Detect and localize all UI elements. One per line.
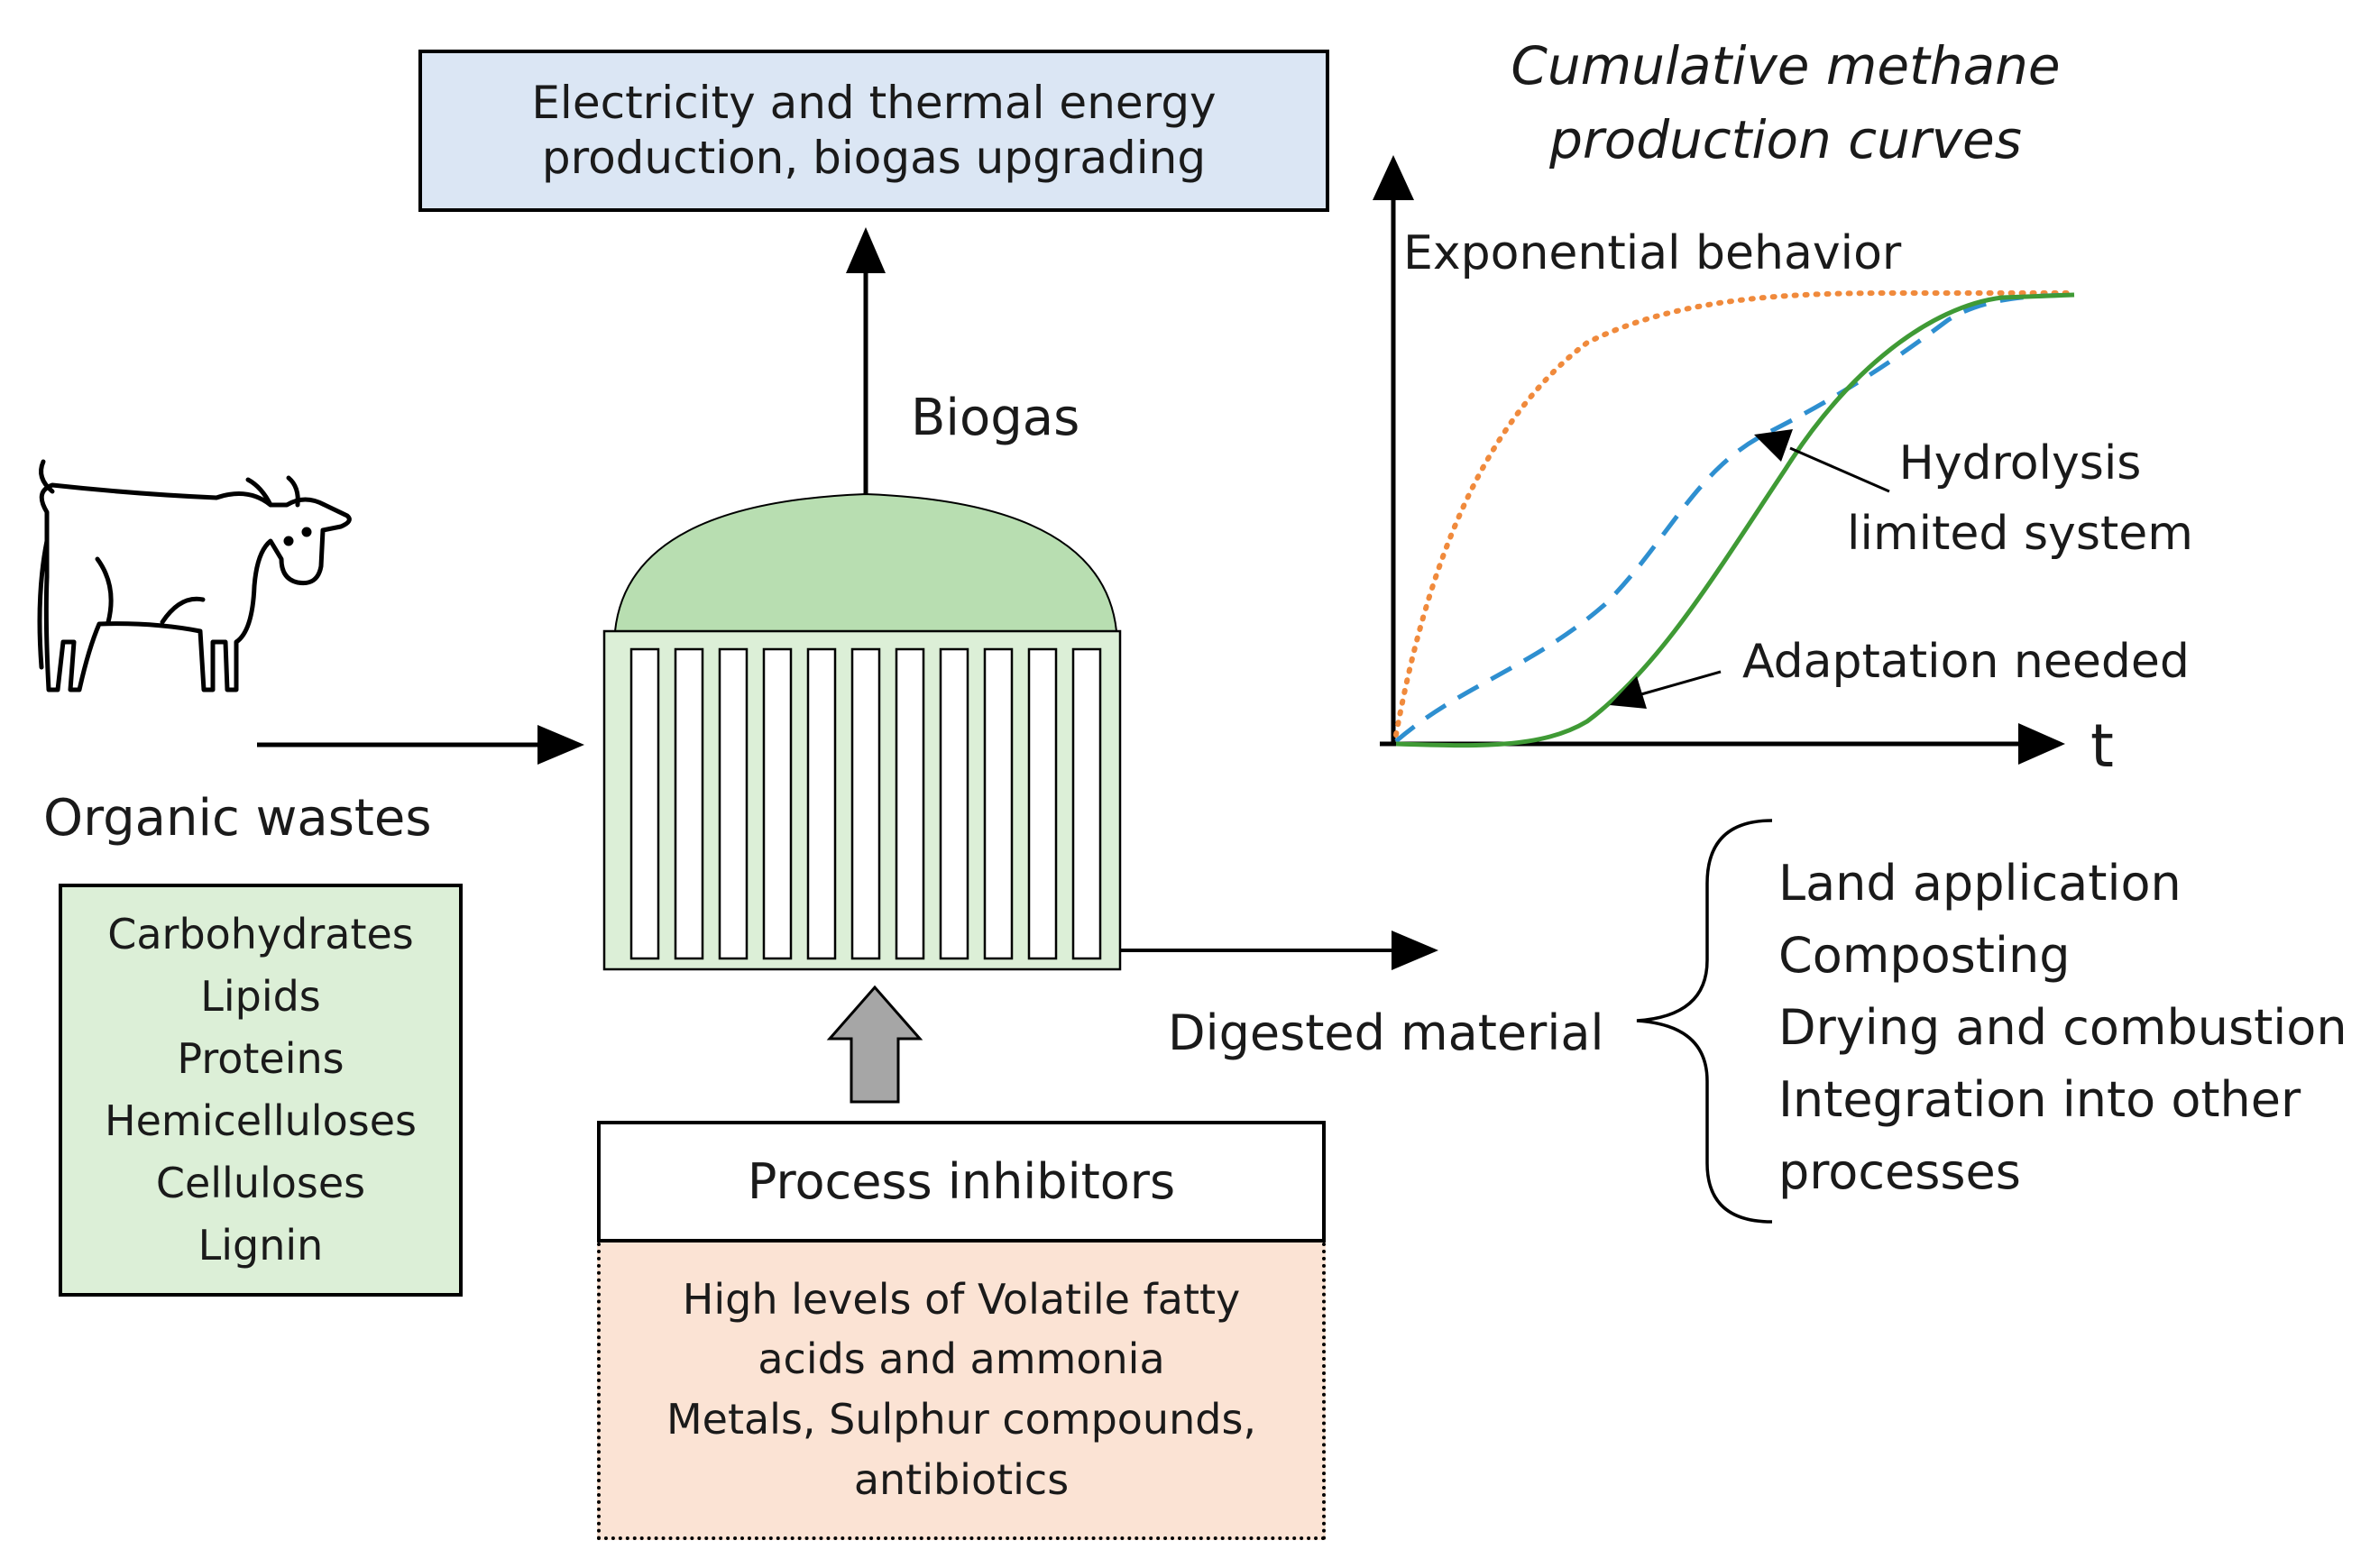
inhibitor-line: acids and ammonia	[758, 1334, 1165, 1384]
hydrolysis-label-line-1: Hydrolysis	[1898, 436, 2142, 491]
hydrolysis-label: Hydrolysis limited system	[1835, 428, 2205, 569]
use-item: Drying and combustion	[1778, 998, 2347, 1056]
reactor-slot	[939, 647, 969, 960]
curve-exponential	[1393, 290, 2077, 738]
reactor-slot	[850, 647, 881, 960]
chart-title: Cumulative methane production curves	[1470, 29, 2101, 178]
hydrolysis-label-line-2: limited system	[1847, 507, 2193, 561]
reactor-slots	[629, 647, 1102, 960]
use-item: Land application	[1778, 855, 2182, 912]
component-item: Carbohydrates	[107, 910, 414, 958]
use-item: Integration into other	[1778, 1070, 2301, 1128]
inhibitor-line: antibiotics	[853, 1454, 1070, 1504]
chart-y-axis-arrow	[1373, 155, 1414, 200]
exponential-label: Exponential behavior	[1403, 226, 1902, 280]
chart-title-line-2: production curves	[1549, 109, 2022, 171]
chart-x-axis-arrow	[2018, 723, 2065, 765]
inhibitor-line: Metals, Sulphur compounds,	[666, 1395, 1257, 1444]
chart-title-line-1: Cumulative methane	[1511, 35, 2061, 96]
reactor-slot	[806, 647, 837, 960]
component-item: Lignin	[198, 1221, 324, 1270]
hydrolysis-pointer-head	[1754, 429, 1793, 462]
hydrolysis-pointer	[1789, 446, 1890, 493]
inhibitor-arrow	[826, 985, 923, 1104]
reactor-slot	[629, 647, 660, 960]
use-item: processes	[1778, 1142, 2021, 1200]
organic-components-box: Carbohydrates Lipids Proteins Hemicellul…	[59, 884, 463, 1297]
energy-box	[418, 50, 1329, 212]
reactor-slot	[718, 647, 749, 960]
adaptation-pointer-head	[1610, 676, 1647, 709]
cow-icon	[37, 459, 352, 692]
uses-brace	[1636, 819, 1773, 1224]
reactor-slot	[1071, 647, 1102, 960]
reactor-slot	[674, 647, 704, 960]
curve-hydrolysis	[1394, 292, 2075, 743]
adaptation-pointer	[1640, 670, 1722, 696]
component-item: Proteins	[177, 1034, 344, 1083]
digested-material-arrow-head	[1392, 931, 1438, 970]
biogas-label: Biogas	[911, 389, 1080, 447]
adaptation-label: Adaptation needed	[1742, 635, 2190, 689]
component-item: Lipids	[200, 972, 321, 1021]
reactor-slot	[895, 647, 925, 960]
organic-wastes-arrow-head	[537, 725, 584, 765]
inhibitor-line: High levels of Volatile fatty	[682, 1274, 1241, 1324]
process-inhibitors-title: Process inhibitors	[747, 1153, 1176, 1210]
inhibitor-details-box: High levels of Volatile fatty acids and …	[597, 1242, 1326, 1540]
curve-adaptation	[1395, 292, 2075, 748]
digested-material-label: Digested material	[1168, 1004, 1604, 1061]
x-axis-label: t	[2090, 711, 2114, 781]
process-inhibitors-box: Process inhibitors	[597, 1121, 1326, 1242]
energy-box-text: Electricity and thermal energy productio…	[420, 51, 1327, 210]
energy-line-2: production, biogas upgrading	[541, 132, 1207, 184]
reactor-slot	[1027, 647, 1058, 960]
component-item: Hemicelluloses	[105, 1096, 417, 1145]
reactor-slot	[762, 647, 793, 960]
energy-line-1: Electricity and thermal energy	[531, 77, 1217, 129]
reactor-slot	[983, 647, 1014, 960]
digestate-uses-list: Land application Composting Drying and c…	[1778, 848, 2347, 1208]
reactor-dome	[613, 492, 1118, 632]
use-item: Composting	[1778, 926, 2071, 984]
biogas-arrow-head	[846, 227, 886, 273]
organic-wastes-label: Organic wastes	[43, 789, 432, 848]
component-item: Celluloses	[155, 1159, 366, 1207]
